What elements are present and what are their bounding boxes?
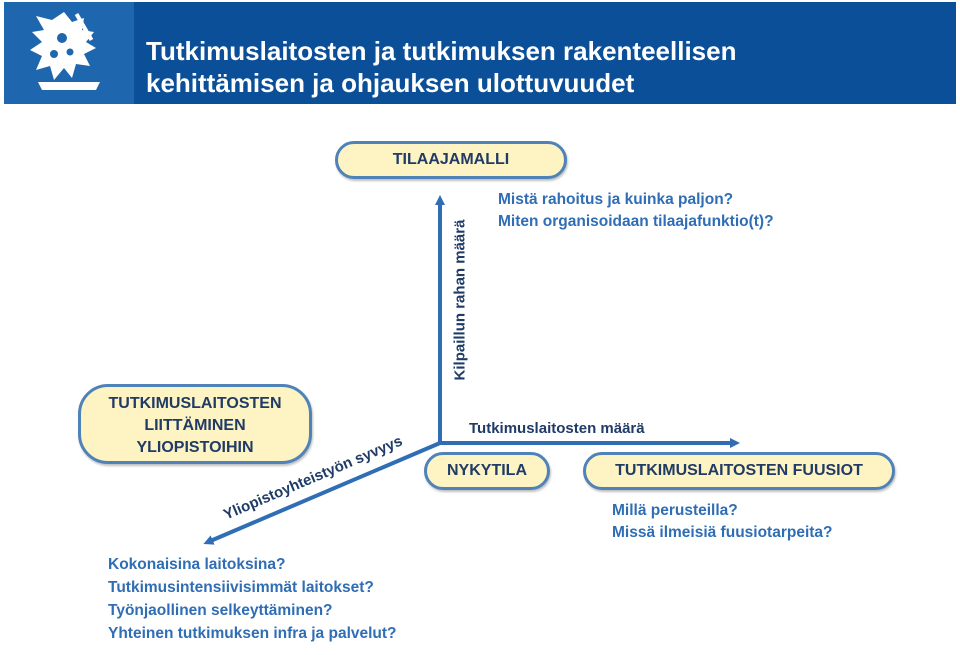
horizontal-axis-label: Tutkimuslaitosten määrä [469, 420, 645, 437]
vertical-axis-label: Kilpaillun rahan määrä [451, 219, 469, 381]
title-line-2: kehittämisen ja ohjauksen ulottuvuudet [146, 68, 635, 98]
top-questions: Mistä rahoitus ja kuinka paljon? Miten o… [498, 189, 774, 233]
left-box-line-3: YLIOPISTOIHIN [136, 439, 254, 456]
left-questions: Kokonaisina laitoksina? Tutkimusintensii… [108, 553, 397, 645]
header-bar: Tutkimuslaitosten ja tutkimuksen rakente… [4, 2, 956, 104]
lion-icon [30, 12, 100, 90]
top-question-1: Mistä rahoitus ja kuinka paljon? [498, 191, 734, 208]
right-question-1: Millä perusteilla? [612, 502, 738, 519]
center-box-nykytila: NYKYTILA [424, 452, 550, 490]
right-questions: Millä perusteilla? Missä ilmeisiä fuusio… [612, 500, 833, 544]
left-question-3: Työnjaollinen selkeyttäminen? [108, 602, 333, 619]
top-box-tilaajamalli: TILAAJAMALLI [335, 141, 567, 179]
title-line-1: Tutkimuslaitosten ja tutkimuksen rakente… [146, 36, 737, 66]
left-box-line-2: LIITTÄMINEN [144, 417, 246, 434]
diagonal-arrow [203, 441, 441, 545]
right-box-fuusiot: TUTKIMUSLAITOSTEN FUUSIOT [583, 452, 895, 490]
top-question-2: Miten organisoidaan tilaajafunktio(t)? [498, 213, 774, 230]
left-question-2: Tutkimusintensiivisimmät laitokset? [108, 579, 374, 596]
logo [4, 2, 134, 104]
right-question-2: Missä ilmeisiä fuusiotarpeita? [612, 524, 833, 541]
left-box-line-1: TUTKIMUSLAITOSTEN [108, 395, 282, 412]
left-box-liittaminen: TUTKIMUSLAITOSTEN LIITTÄMINEN YLIOPISTOI… [78, 384, 312, 464]
page-title: Tutkimuslaitosten ja tutkimuksen rakente… [146, 35, 736, 99]
left-question-1: Kokonaisina laitoksina? [108, 556, 286, 573]
left-question-4: Yhteinen tutkimuksen infra ja palvelut? [108, 625, 397, 642]
